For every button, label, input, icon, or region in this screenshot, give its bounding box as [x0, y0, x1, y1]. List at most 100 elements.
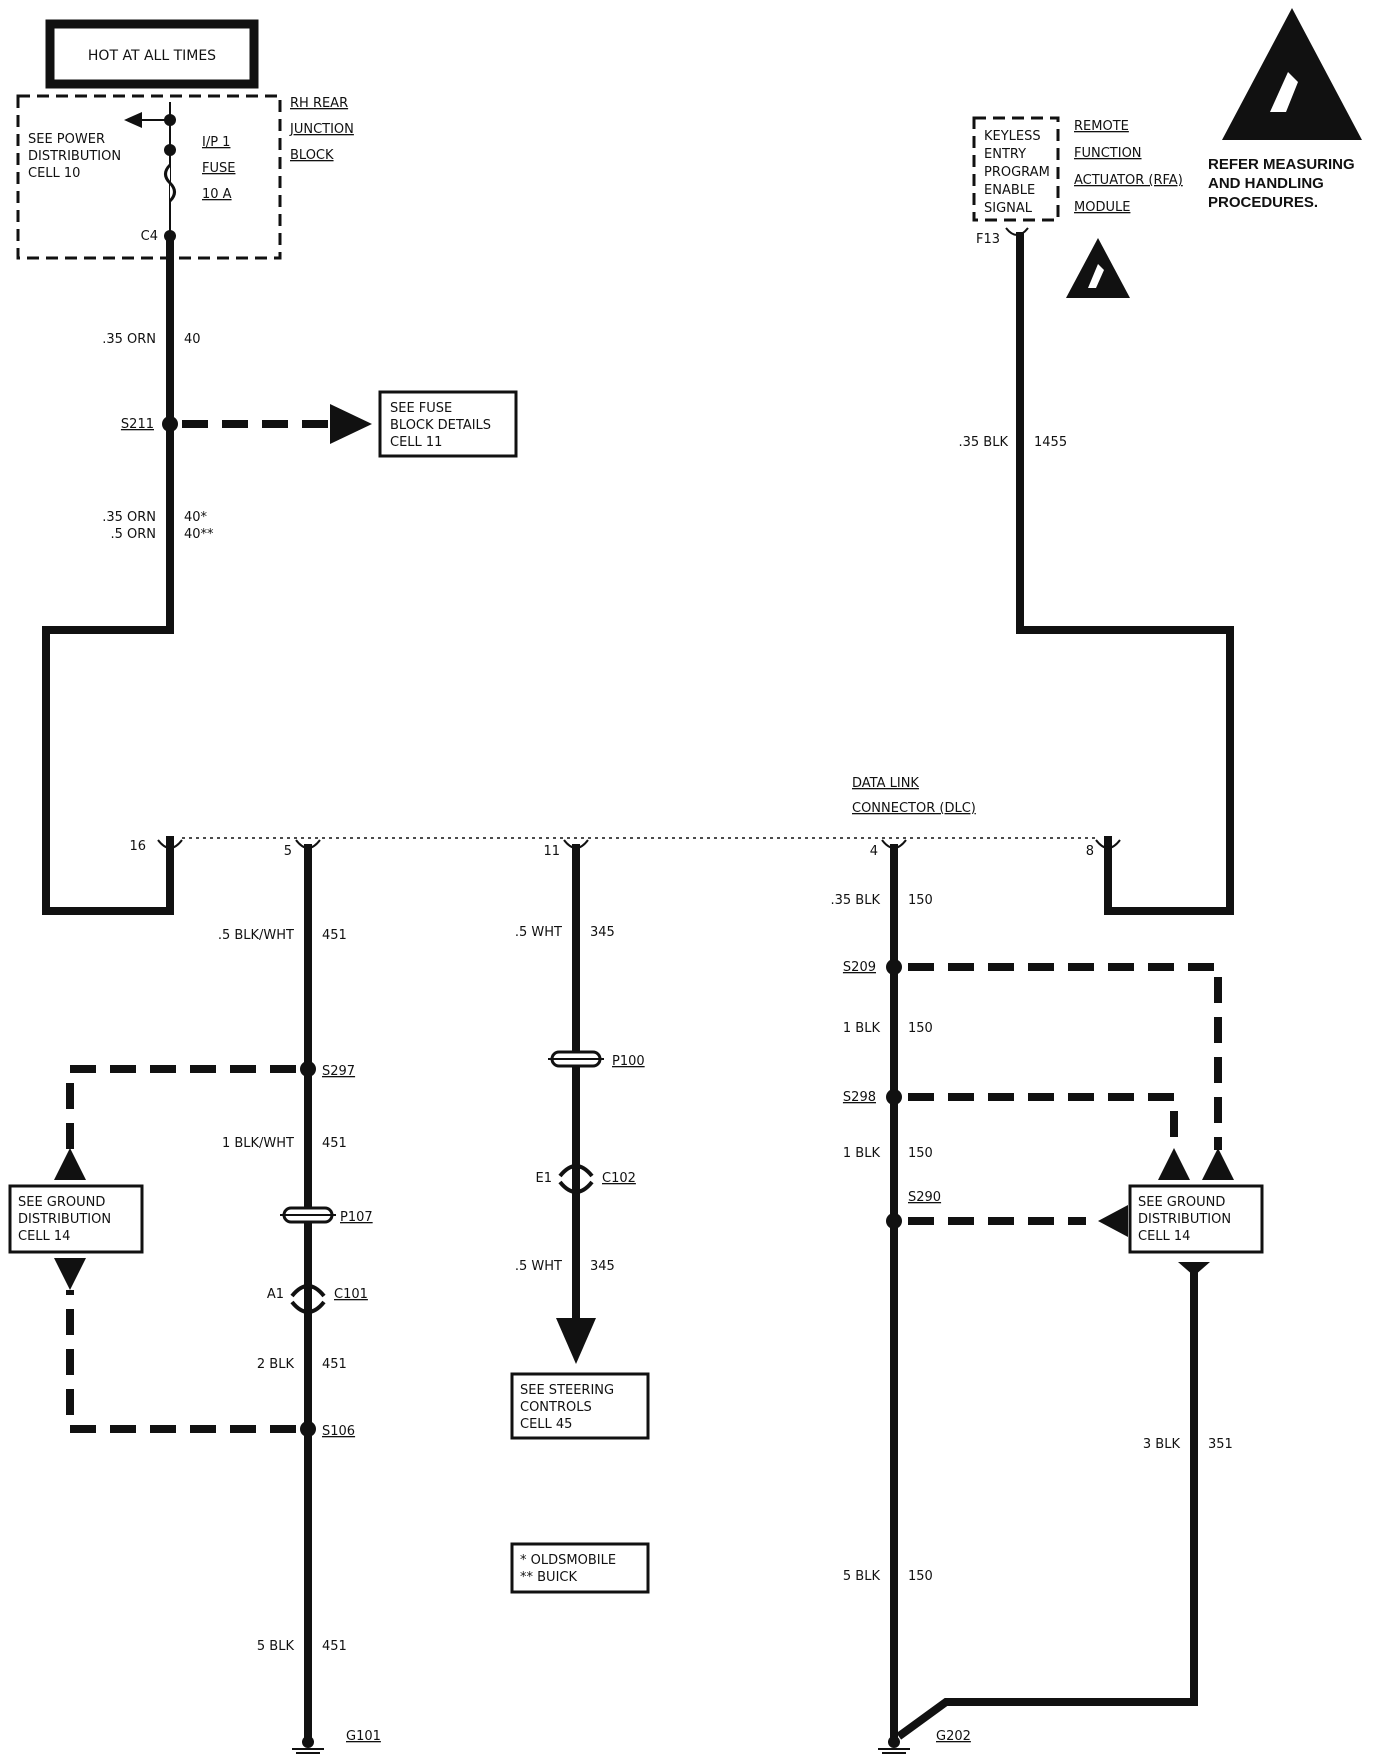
data-link-connector: DATA LINK CONNECTOR (DLC) 16 5 11 4 8: [129, 776, 1096, 859]
rfa-name-2: FUNCTION: [1074, 146, 1142, 161]
g101-label: G101: [346, 1729, 381, 1744]
ground-left-2: DISTRIBUTION: [18, 1212, 111, 1227]
hot-at-all-times-box: HOT AT ALL TIMES: [45, 19, 259, 89]
p107-label: P107: [340, 1210, 373, 1225]
rfa-module: KEYLESS ENTRY PROGRAM ENABLE SIGNAL REMO…: [972, 116, 1183, 247]
fuse-block-ref-box: SEE FUSE BLOCK DETAILS CELL 11: [378, 390, 518, 458]
g202-label: G202: [936, 1729, 971, 1744]
c101-connector: [290, 1284, 326, 1314]
dlc-pin-4: 4: [870, 844, 878, 859]
see-power-line-1: SEE POWER: [28, 132, 105, 147]
steering-ref-2: CONTROLS: [520, 1400, 592, 1415]
arrow-icon: [124, 112, 142, 128]
w451c-circuit: 451: [322, 1357, 347, 1372]
w150d-circuit: 150: [908, 1569, 933, 1584]
see-power-line-3: CELL 10: [28, 166, 80, 181]
w451d-gauge: 5 BLK: [257, 1639, 295, 1654]
fuse-label-3: 10 A: [202, 187, 232, 202]
ground-left-3: CELL 14: [18, 1229, 70, 1244]
hot-label: HOT AT ALL TIMES: [88, 48, 216, 64]
s106-splice: [300, 1421, 316, 1437]
rfa-signal-4: ENABLE: [984, 183, 1035, 198]
w1455-circuit: 1455: [1034, 435, 1067, 450]
w1455-gauge: .35 BLK: [959, 435, 1009, 450]
esd-notice-2: AND HANDLING: [1208, 175, 1324, 192]
rfa-signal-3: PROGRAM: [984, 165, 1050, 180]
w451d-circuit: 451: [322, 1639, 347, 1654]
arrow-up-icon: [1158, 1148, 1190, 1180]
w40b-circuit-1: 40*: [184, 510, 208, 525]
rfa-name-4: MODULE: [1074, 200, 1130, 215]
w150b-circuit: 150: [908, 1021, 933, 1036]
steering-ref-box: SEE STEERING CONTROLS CELL 45: [510, 1372, 650, 1440]
arrow-up-icon: [54, 1148, 86, 1180]
junction-name-3: BLOCK: [290, 148, 334, 163]
s290-splice: [886, 1213, 902, 1229]
s106-label: S106: [322, 1424, 355, 1439]
s209-splice: [886, 959, 902, 975]
legend-box: * OLDSMOBILE ** BUICK: [510, 1542, 650, 1594]
ground-left-1: SEE GROUND: [18, 1195, 105, 1210]
ground-right-1: SEE GROUND: [1138, 1195, 1225, 1210]
junction-name-1: RH REAR: [290, 96, 348, 111]
steering-ref-1: SEE STEERING: [520, 1383, 614, 1398]
w40-circuit: 40: [184, 332, 201, 347]
p100-label: P100: [612, 1054, 645, 1069]
esd-notice-3: PROCEDURES.: [1208, 194, 1318, 211]
steering-ref-3: CELL 45: [520, 1417, 572, 1432]
fuse-label-2: FUSE: [202, 161, 235, 176]
fuse-icon: [164, 163, 176, 203]
w351-circuit: 351: [1208, 1437, 1233, 1452]
c102-pin: E1: [536, 1171, 553, 1186]
arrow-left-icon: [1098, 1205, 1128, 1237]
w150a-circuit: 150: [908, 893, 933, 908]
ground-right-2: DISTRIBUTION: [1138, 1212, 1231, 1227]
arrow-up-icon: [1202, 1148, 1234, 1180]
w345b-gauge: .5 WHT: [515, 1259, 562, 1274]
w150d-gauge: 5 BLK: [843, 1569, 881, 1584]
legend-buick: ** BUICK: [520, 1570, 577, 1585]
dlc-pin-16: 16: [129, 839, 146, 854]
w451b-gauge: 1 BLK/WHT: [222, 1136, 294, 1151]
w150a-gauge: .35 BLK: [831, 893, 881, 908]
esd-warning-icon: [1222, 8, 1362, 140]
g101-ground-icon: [292, 1736, 324, 1754]
esd-warning: REFER MEASURING AND HANDLING PROCEDURES.: [1066, 8, 1362, 298]
p100-passthrough: [548, 1050, 604, 1068]
ground-dist-right-box: SEE GROUND DISTRIBUTION CELL 14: [1128, 1184, 1264, 1254]
rfa-name-1: REMOTE: [1074, 119, 1129, 134]
w451b-circuit: 451: [322, 1136, 347, 1151]
s297-label: S297: [322, 1064, 355, 1079]
ground-dist-left-box: SEE GROUND DISTRIBUTION CELL 14: [8, 1184, 144, 1254]
dlc-name-2: CONNECTOR (DLC): [852, 801, 976, 816]
w40b-gauge-2: .5 ORN: [110, 527, 156, 542]
w345b-circuit: 345: [590, 1259, 615, 1274]
see-power-line-2: DISTRIBUTION: [28, 149, 121, 164]
s209-label: S209: [843, 960, 876, 975]
dlc-name-1: DATA LINK: [852, 776, 919, 791]
rfa-name-3: ACTUATOR (RFA): [1074, 173, 1183, 188]
dlc-pin-11: 11: [543, 844, 560, 859]
rfa-signal-5: SIGNAL: [984, 201, 1033, 216]
w451a-gauge: .5 BLK/WHT: [218, 928, 294, 943]
c101-label: C101: [334, 1287, 368, 1302]
w40b-gauge-1: .35 ORN: [102, 510, 156, 525]
w150c-circuit: 150: [908, 1146, 933, 1161]
dlc-pin-8: 8: [1086, 844, 1094, 859]
rfa-signal-2: ENTRY: [984, 147, 1026, 162]
w345a-gauge: .5 WHT: [515, 925, 562, 940]
c102-connector: [558, 1164, 594, 1194]
p107-passthrough: [280, 1206, 336, 1224]
w345a-circuit: 345: [590, 925, 615, 940]
w150c-gauge: 1 BLK: [843, 1146, 881, 1161]
junction-name-2: JUNCTION: [289, 122, 354, 137]
s211-label: S211: [121, 417, 154, 432]
fuse-block-ref-1: SEE FUSE: [390, 401, 452, 416]
s290-label: S290: [908, 1190, 941, 1205]
arrow-down-icon: [556, 1318, 596, 1364]
ground-right-3: CELL 14: [1138, 1229, 1190, 1244]
w40b-circuit-2: 40**: [184, 527, 214, 542]
s297-splice: [300, 1061, 316, 1077]
w40-gauge: .35 ORN: [102, 332, 156, 347]
